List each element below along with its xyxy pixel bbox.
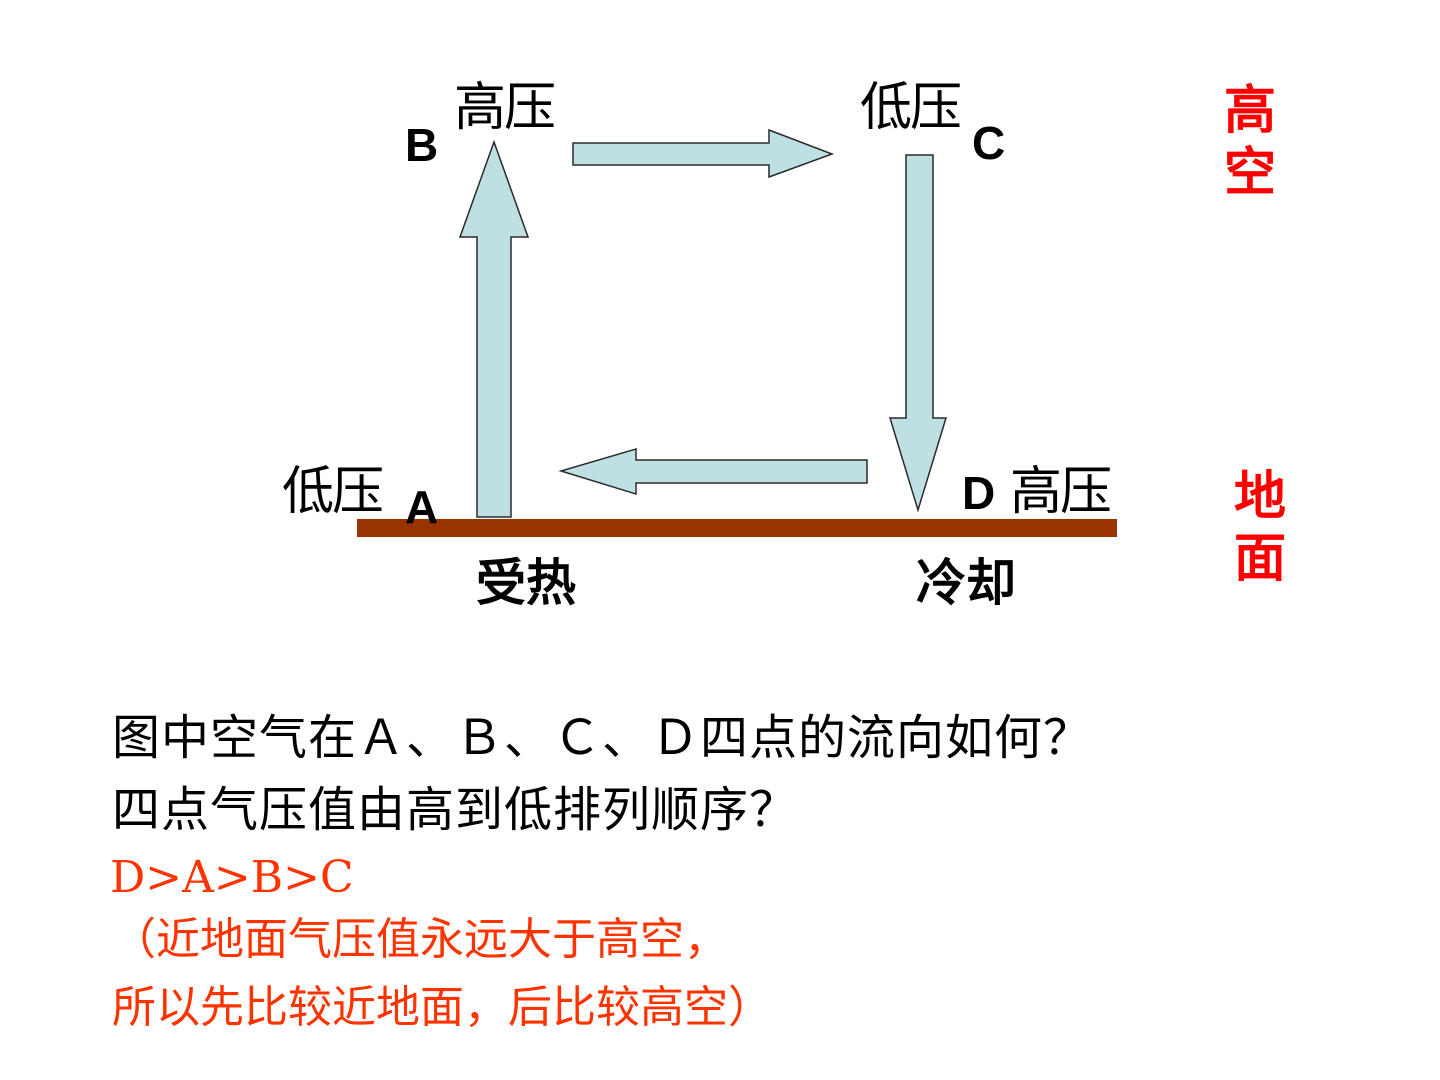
arrow-b-to-c [572, 128, 835, 179]
question-line-2: 四点气压值由高到低排列顺序？ [112, 782, 799, 838]
point-c-label: C [972, 117, 1006, 169]
heated-label: 受热 [476, 554, 576, 612]
arrow-a-to-b [458, 139, 530, 518]
answer-explanation-2: 所以先比较近地面，后比较高空） [112, 982, 772, 1033]
answer-order: D>A>B>C [110, 852, 354, 903]
point-b-label: B [405, 119, 439, 171]
arrow-d-to-a [558, 447, 868, 496]
answer-explanation-1: （近地面气压值永远大于高空， [112, 914, 728, 965]
arrow-c-to-d [888, 154, 948, 513]
point-d-label: D [962, 467, 996, 519]
question-line-1: 图中空气在Ａ、Ｂ、Ｃ、Ｄ四点的流向如何？ [112, 710, 1093, 766]
pressure-c-label: 低压 [860, 78, 962, 138]
pressure-d-label: 高压 [1010, 462, 1112, 522]
pressure-a-label: 低压 [282, 462, 384, 522]
upper-air-label: 高空 [1223, 81, 1276, 203]
pressure-b-label: 高压 [454, 78, 556, 138]
point-a-label: A [405, 481, 439, 533]
ground-line [357, 519, 1117, 537]
cooled-label: 冷却 [916, 554, 1016, 612]
ground-level-label: 地面 [1233, 467, 1286, 589]
